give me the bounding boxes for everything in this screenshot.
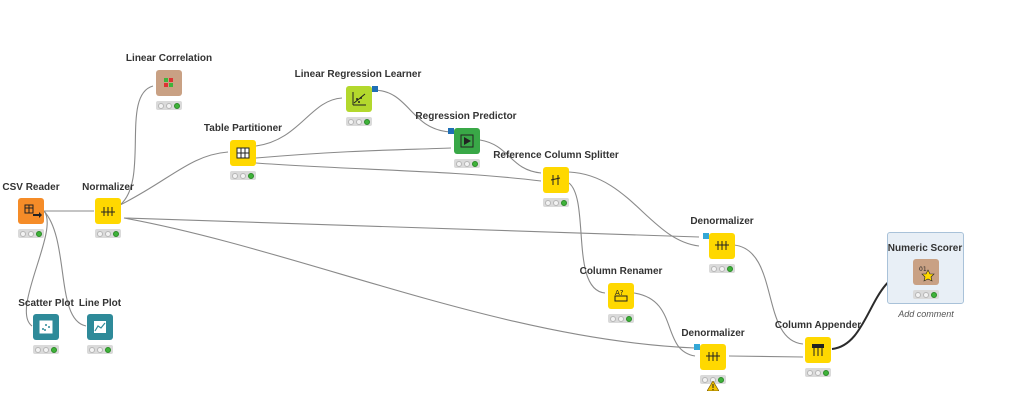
column-split-icon [550, 175, 561, 185]
svg-text:01: 01 [919, 266, 927, 273]
node-label-denormalizer-2[interactable]: Denormalizer [681, 328, 745, 339]
node-label-normalizer[interactable]: Normalizer [82, 182, 134, 193]
connection-normalizer-partitioner[interactable] [119, 151, 229, 206]
denormalize-icon [715, 241, 729, 250]
status-regression-predictor [454, 159, 480, 168]
node-label-denormalizer-1[interactable]: Denormalizer [690, 216, 754, 227]
status-linear-regression-learner [346, 117, 372, 126]
node-denormalizer-2[interactable] [694, 344, 726, 370]
node-normalizer[interactable] [95, 198, 121, 224]
status-linear-correlation [156, 101, 182, 110]
node-label-line-plot[interactable]: Line Plot [78, 298, 122, 309]
denormalize-icon [706, 352, 720, 361]
node-column-appender[interactable] [805, 337, 831, 363]
connection-predictor-splitter[interactable] [479, 139, 542, 174]
regression-chart-icon [352, 92, 366, 106]
connection-learner-predictor[interactable] [372, 89, 452, 133]
status-scatter-plot [33, 345, 59, 354]
connection-csv-lineplot[interactable] [43, 210, 87, 327]
node-regression-predictor[interactable] [448, 128, 480, 154]
connection-normalizer-denormalizer2[interactable] [123, 217, 696, 349]
connection-partitioner-learner[interactable] [255, 97, 343, 147]
node-label-table-partitioner[interactable]: Table Partitioner [203, 123, 283, 134]
table-arrow-icon [24, 204, 42, 218]
connection-splitter-denormalizer1[interactable] [568, 171, 700, 247]
partition-icon [236, 147, 250, 159]
node-csv-reader[interactable] [18, 198, 44, 224]
play-icon [460, 134, 474, 148]
status-table-partitioner [230, 171, 256, 180]
connection-splitter-renamer[interactable] [568, 182, 606, 294]
node-label-csv-reader[interactable]: CSV Reader [2, 182, 60, 193]
svg-text:A?: A? [615, 289, 624, 297]
node-label-reference-column-splitter[interactable]: Reference Column Splitter [493, 150, 619, 161]
connection-partitioner-splitter[interactable] [255, 162, 542, 182]
node-reference-column-splitter[interactable] [543, 167, 569, 193]
status-reference-column-splitter [543, 198, 569, 207]
status-csv-reader [18, 229, 44, 238]
node-label-scatter-plot[interactable]: Scatter Plot [18, 298, 74, 309]
rename-icon: A? [614, 289, 628, 302]
node-line-plot[interactable] [87, 314, 113, 340]
node-label-column-renamer[interactable]: Column Renamer [579, 266, 663, 277]
model-port-icon[interactable] [372, 86, 378, 92]
status-column-appender [805, 368, 831, 377]
node-numeric-scorer[interactable]: 01 [913, 259, 939, 285]
add-comment-label[interactable]: Add comment [898, 309, 954, 319]
model-port-icon[interactable] [703, 233, 709, 239]
connection-renamer-denormalizer2[interactable] [633, 292, 696, 357]
status-normalizer [95, 229, 121, 238]
status-column-renamer [608, 314, 634, 323]
model-port-icon[interactable] [448, 128, 454, 134]
status-denormalizer-2 [700, 375, 726, 384]
correlation-matrix-icon [164, 78, 173, 87]
status-numeric-scorer [913, 290, 939, 299]
node-table-partitioner[interactable] [230, 140, 256, 166]
node-scatter-plot[interactable] [33, 314, 59, 340]
status-line-plot [87, 345, 113, 354]
connection-partitioner-predictor[interactable] [255, 147, 452, 159]
connection-normalizer-correlation[interactable] [119, 85, 154, 206]
node-column-renamer[interactable]: A? [608, 283, 634, 309]
connection-denormalizer1-appender[interactable] [733, 244, 804, 345]
line-chart-icon [94, 321, 106, 333]
node-label-linear-correlation[interactable]: Linear Correlation [125, 53, 213, 64]
scatter-icon [39, 320, 53, 334]
status-denormalizer-1 [709, 264, 735, 273]
normalize-icon [101, 207, 115, 216]
node-label-column-appender[interactable]: Column Appender [774, 320, 862, 331]
node-denormalizer-1[interactable] [703, 233, 735, 259]
node-label-linear-regression-learner[interactable]: Linear Regression Learner [294, 69, 422, 80]
node-label-regression-predictor[interactable]: Regression Predictor [415, 111, 517, 122]
connection-normalizer-denormalizer1[interactable] [123, 217, 700, 238]
warning-icon[interactable] [707, 381, 719, 391]
column-append-icon [812, 344, 824, 356]
connections [25, 85, 914, 358]
connection-csv-scatter[interactable] [25, 210, 48, 327]
node-linear-correlation[interactable] [156, 70, 182, 96]
model-port-icon[interactable] [694, 344, 700, 350]
scorer-icon: 01 [919, 266, 935, 282]
node-linear-regression-learner[interactable] [346, 86, 378, 112]
connection-denormalizer2-appender[interactable] [728, 355, 804, 358]
node-label-numeric-scorer[interactable]: Numeric Scorer [887, 243, 963, 254]
